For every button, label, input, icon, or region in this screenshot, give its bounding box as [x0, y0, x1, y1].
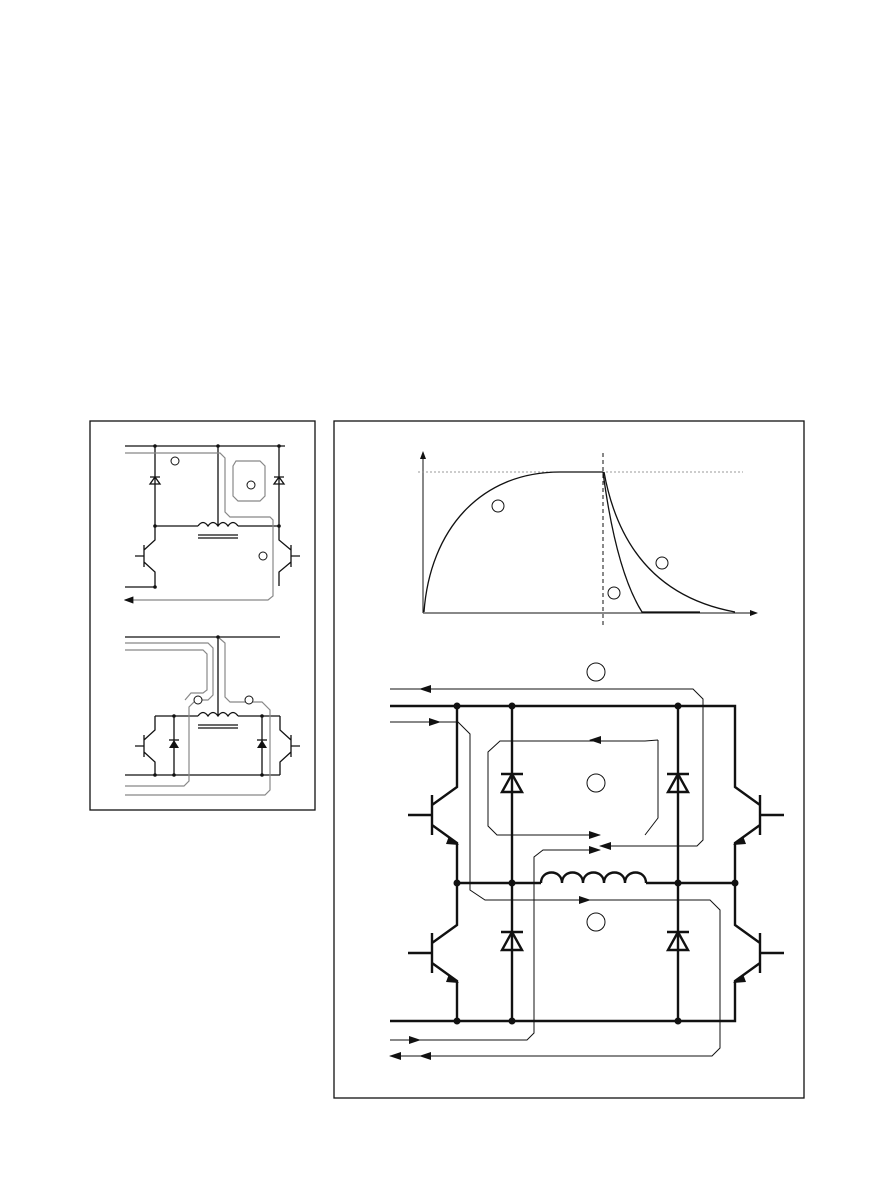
label-circle: [655, 556, 669, 570]
transistor-upper-right: [678, 704, 784, 883]
series-rise: [423, 471, 603, 613]
transistor-right: [278, 526, 300, 586]
diode-lower-left: [499, 929, 525, 952]
transistor-lower-right: [678, 883, 784, 1023]
diode-lower-right: [665, 929, 691, 952]
left-panel: [89, 420, 316, 811]
diode-left: [169, 740, 179, 748]
label-circle: [170, 456, 180, 466]
top-circuit: [123, 444, 300, 604]
label-circle: [607, 586, 621, 600]
chart: [418, 451, 758, 627]
label-circle: [258, 551, 268, 561]
diode-upper-right: [665, 771, 691, 794]
transistor-upper-left: [408, 706, 459, 883]
label-circle: [586, 662, 606, 682]
transformer-coil: [197, 521, 239, 528]
label-circle: [491, 499, 505, 513]
left-panel-frame: [89, 420, 316, 811]
inductor: [539, 871, 648, 884]
transistor-left: [125, 526, 156, 588]
label-circle: [193, 695, 203, 705]
diode-right: [272, 475, 286, 485]
bottom-circuit: [125, 635, 300, 796]
right-panel: [333, 420, 805, 1099]
series-fast-decay: [602, 471, 700, 613]
label-circle: [586, 912, 606, 932]
h-bridge-circuit: [389, 662, 784, 1060]
diode-right: [257, 740, 267, 748]
diode-left: [148, 475, 162, 485]
label-circle: [246, 480, 256, 490]
right-panel-frame: [333, 420, 805, 1099]
transistor-lower-left: [408, 883, 459, 1021]
series-slow-decay: [603, 471, 736, 613]
transformer-core: [198, 534, 238, 539]
label-circle: [586, 773, 606, 793]
diode-upper-left: [499, 771, 525, 794]
label-circle: [244, 695, 254, 705]
